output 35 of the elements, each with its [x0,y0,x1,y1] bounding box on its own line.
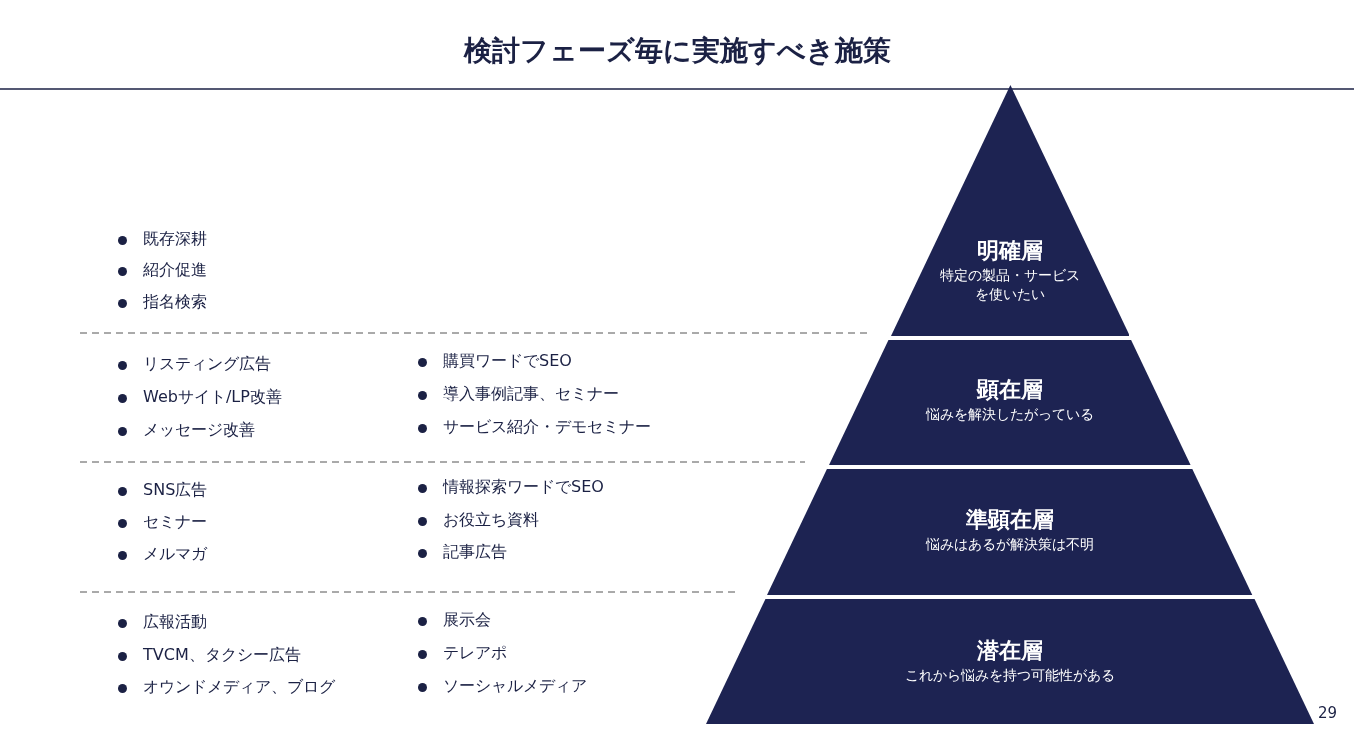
layer-description: 特定の製品・サービスを使いたい [939,266,1081,304]
list-item: サービス紹介・デモセミナー [443,417,651,438]
layer-description: これから悩みを持つ可能性がある [904,666,1116,685]
layer-title: 顕在層 [975,376,1044,404]
layer-title: 潜在層 [976,637,1044,665]
list-item: 展示会 [443,610,491,631]
list-item: オウンドメディア、ブログ [143,677,335,698]
title: 検討フェーズ毎に実施すべき施策 [462,33,892,69]
list-item: メッセージ改善 [143,420,255,441]
list-item: 既存深耕 [143,229,207,250]
pyramid-layer [767,469,1253,595]
layer-title: 準顕在層 [965,506,1055,534]
list-item: 情報探索ワードでSEO [443,477,604,498]
list-item: SNS広告 [143,480,208,501]
list-item: リスティング広告 [143,354,271,375]
list-item: テレアポ [443,643,507,664]
list-item: TVCM、タクシー広告 [143,645,301,666]
list-item: 導入事例記事、セミナー [443,384,619,405]
pyramid-layer [890,85,1130,336]
list-item: セミナー [143,512,207,533]
list-item: 紹介促進 [143,260,207,281]
list-item: 記事広告 [443,542,507,563]
list-item: ソーシャルメディア [443,676,587,697]
list-item: 指名検索 [143,292,207,313]
page-number: 29 [1318,704,1338,722]
layer-description: 悩みはあるが解決策は不明 [924,535,1095,554]
list-item: Webサイト/LP改善 [143,387,282,408]
layer-title: 明確層 [976,237,1044,265]
list-item: 購買ワードでSEO [443,351,572,372]
list-item: メルマガ [143,544,207,565]
pyramid-layer [829,340,1191,465]
pyramid-layer [706,599,1314,724]
list-item: お役立ち資料 [443,510,539,531]
layer-description: 悩みを解決したがっている [924,405,1095,424]
list-item: 広報活動 [143,612,207,633]
